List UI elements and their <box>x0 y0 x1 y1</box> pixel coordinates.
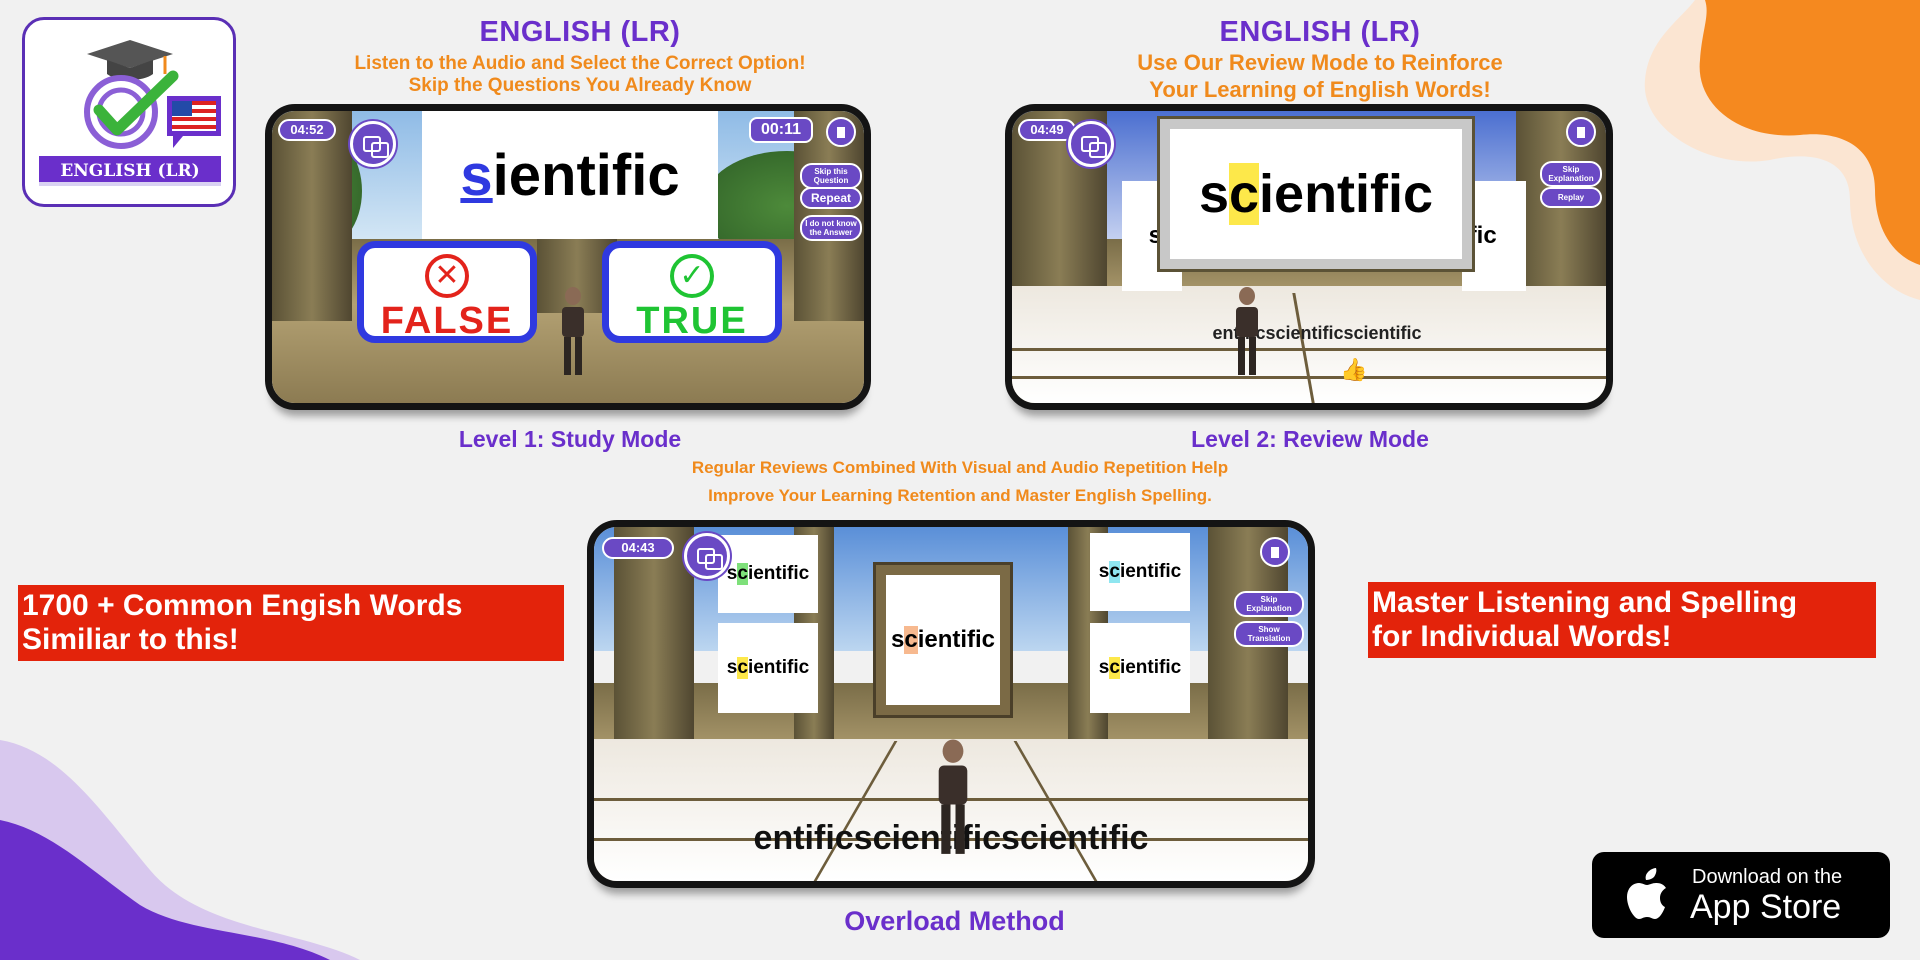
phone-review-mode: sci ific scientific entificscientificsci… <box>1005 104 1613 410</box>
true-button[interactable]: ✓ TRUE <box>602 241 782 343</box>
elapsed-time: 04:43 <box>602 537 674 559</box>
app-store-line2: App Store <box>1690 888 1842 926</box>
app-logo: ENGLISH (LR) <box>22 17 236 207</box>
word-first-letter: s <box>460 142 493 208</box>
apple-icon <box>1627 868 1666 919</box>
replay-audio-icon[interactable] <box>350 121 396 167</box>
br-prefix: s <box>1098 657 1110 678</box>
middle-line2: Improve Your Learning Retention and Mast… <box>708 486 1212 505</box>
header-left-line1: Listen to the Audio and Select the Corre… <box>354 53 806 74</box>
stone-wall <box>272 111 352 322</box>
app-store-line1: Download on the <box>1692 866 1843 888</box>
banner-left-line2: Similiar to this! <box>22 623 239 656</box>
tl-prefix: s <box>726 563 738 584</box>
elapsed-time: 04:52 <box>278 119 336 141</box>
middle-line1: Regular Reviews Combined With Visual and… <box>691 458 1229 477</box>
bl-suffix: ientific <box>747 657 810 678</box>
caption-study-mode: Level 1: Study Mode <box>458 426 682 452</box>
thumbs-up-icon: 👍 <box>1340 357 1368 382</box>
banner-listening-spelling: Master Listening and Spelling for Indivi… <box>1368 582 1876 658</box>
center-word-highlight: c <box>904 626 918 654</box>
tr-highlight: c <box>1109 561 1120 583</box>
header-left: ENGLISH (LR) Listen to the Audio and Sel… <box>270 16 890 97</box>
br-suffix: ientific <box>1119 657 1182 678</box>
checkmark-icon <box>84 70 179 149</box>
br-highlight: c <box>1109 657 1120 679</box>
center-word-suffix: ientific <box>917 626 996 653</box>
middle-description: Regular Reviews Combined With Visual and… <box>520 454 1400 510</box>
center-word-prefix: s <box>890 626 905 653</box>
skip-explanation-button[interactable]: Skip Explanation <box>1234 591 1304 617</box>
elapsed-time: 04:49 <box>1018 119 1076 141</box>
rail <box>1012 348 1606 351</box>
us-flag-icon <box>167 96 221 148</box>
skip-explanation-button[interactable]: Skip Explanation <box>1540 161 1602 187</box>
header-right-line2: Your Learning of English Words! <box>1149 77 1491 102</box>
runner-character <box>560 287 586 377</box>
purple-blob-decoration <box>0 740 360 960</box>
dont-know-button[interactable]: I do not know the Answer <box>800 215 862 241</box>
check-icon: ✓ <box>670 254 714 298</box>
caption-overload-method: Overload Method <box>844 906 1065 936</box>
pause-icon[interactable] <box>826 117 856 147</box>
pause-icon[interactable] <box>1566 117 1596 147</box>
pause-icon[interactable] <box>1260 537 1290 567</box>
replay-button[interactable]: Replay <box>1540 187 1602 208</box>
replay-audio-icon[interactable] <box>684 533 730 579</box>
logo-label: ENGLISH (LR) <box>39 156 221 186</box>
replay-audio-icon[interactable] <box>1068 121 1114 167</box>
cross-icon: ✕ <box>425 254 469 298</box>
header-right: ENGLISH (LR) Use Our Review Mode to Rein… <box>1010 16 1630 103</box>
banner-right-line1: Master Listening and Spelling <box>1372 586 1798 619</box>
runner-character <box>1234 287 1260 377</box>
header-right-title: ENGLISH (LR) <box>1219 16 1421 48</box>
word-rest: ientific <box>492 142 680 208</box>
word-suffix: ientific <box>1259 164 1434 224</box>
tr-prefix: s <box>1098 561 1110 582</box>
graduation-cap-icon <box>87 40 173 80</box>
bl-highlight: c <box>737 657 748 679</box>
orange-blob-decoration <box>1644 0 1920 300</box>
banner-right-line2: for Individual Words! <box>1372 620 1672 653</box>
app-store-badge[interactable]: Download on the App Store <box>1592 852 1890 938</box>
header-right-line1: Use Our Review Mode to Reinforce <box>1137 50 1503 75</box>
caption-review-mode: Level 2: Review Mode <box>1191 426 1429 452</box>
show-translation-button[interactable]: Show Translation <box>1234 621 1304 647</box>
word-highlight: c <box>1228 163 1260 225</box>
tl-highlight: c <box>737 563 748 585</box>
banner-word-count: 1700 + Common Engish Words Similiar to t… <box>18 585 564 661</box>
banner-left-line1: 1700 + Common Engish Words <box>22 589 463 622</box>
word-prefix: s <box>1198 164 1229 224</box>
tl-suffix: ientific <box>747 563 810 584</box>
bl-prefix: s <box>726 657 738 678</box>
floor-word-strip: entificscientificscientific <box>1212 323 1422 343</box>
runner-character <box>936 739 970 857</box>
false-label: FALSE <box>380 300 514 342</box>
false-button[interactable]: ✕ FALSE <box>357 241 537 343</box>
header-left-title: ENGLISH (LR) <box>479 16 681 48</box>
skip-question-button[interactable]: Skip this Question <box>800 163 862 189</box>
header-left-line2: Skip the Questions You Already Know <box>408 75 752 96</box>
tr-suffix: ientific <box>1119 561 1182 582</box>
true-label: TRUE <box>636 300 748 342</box>
countdown-timer: 00:11 <box>749 117 813 143</box>
repeat-button[interactable]: Repeat <box>800 187 862 209</box>
side-board-right: ific <box>1462 181 1526 291</box>
